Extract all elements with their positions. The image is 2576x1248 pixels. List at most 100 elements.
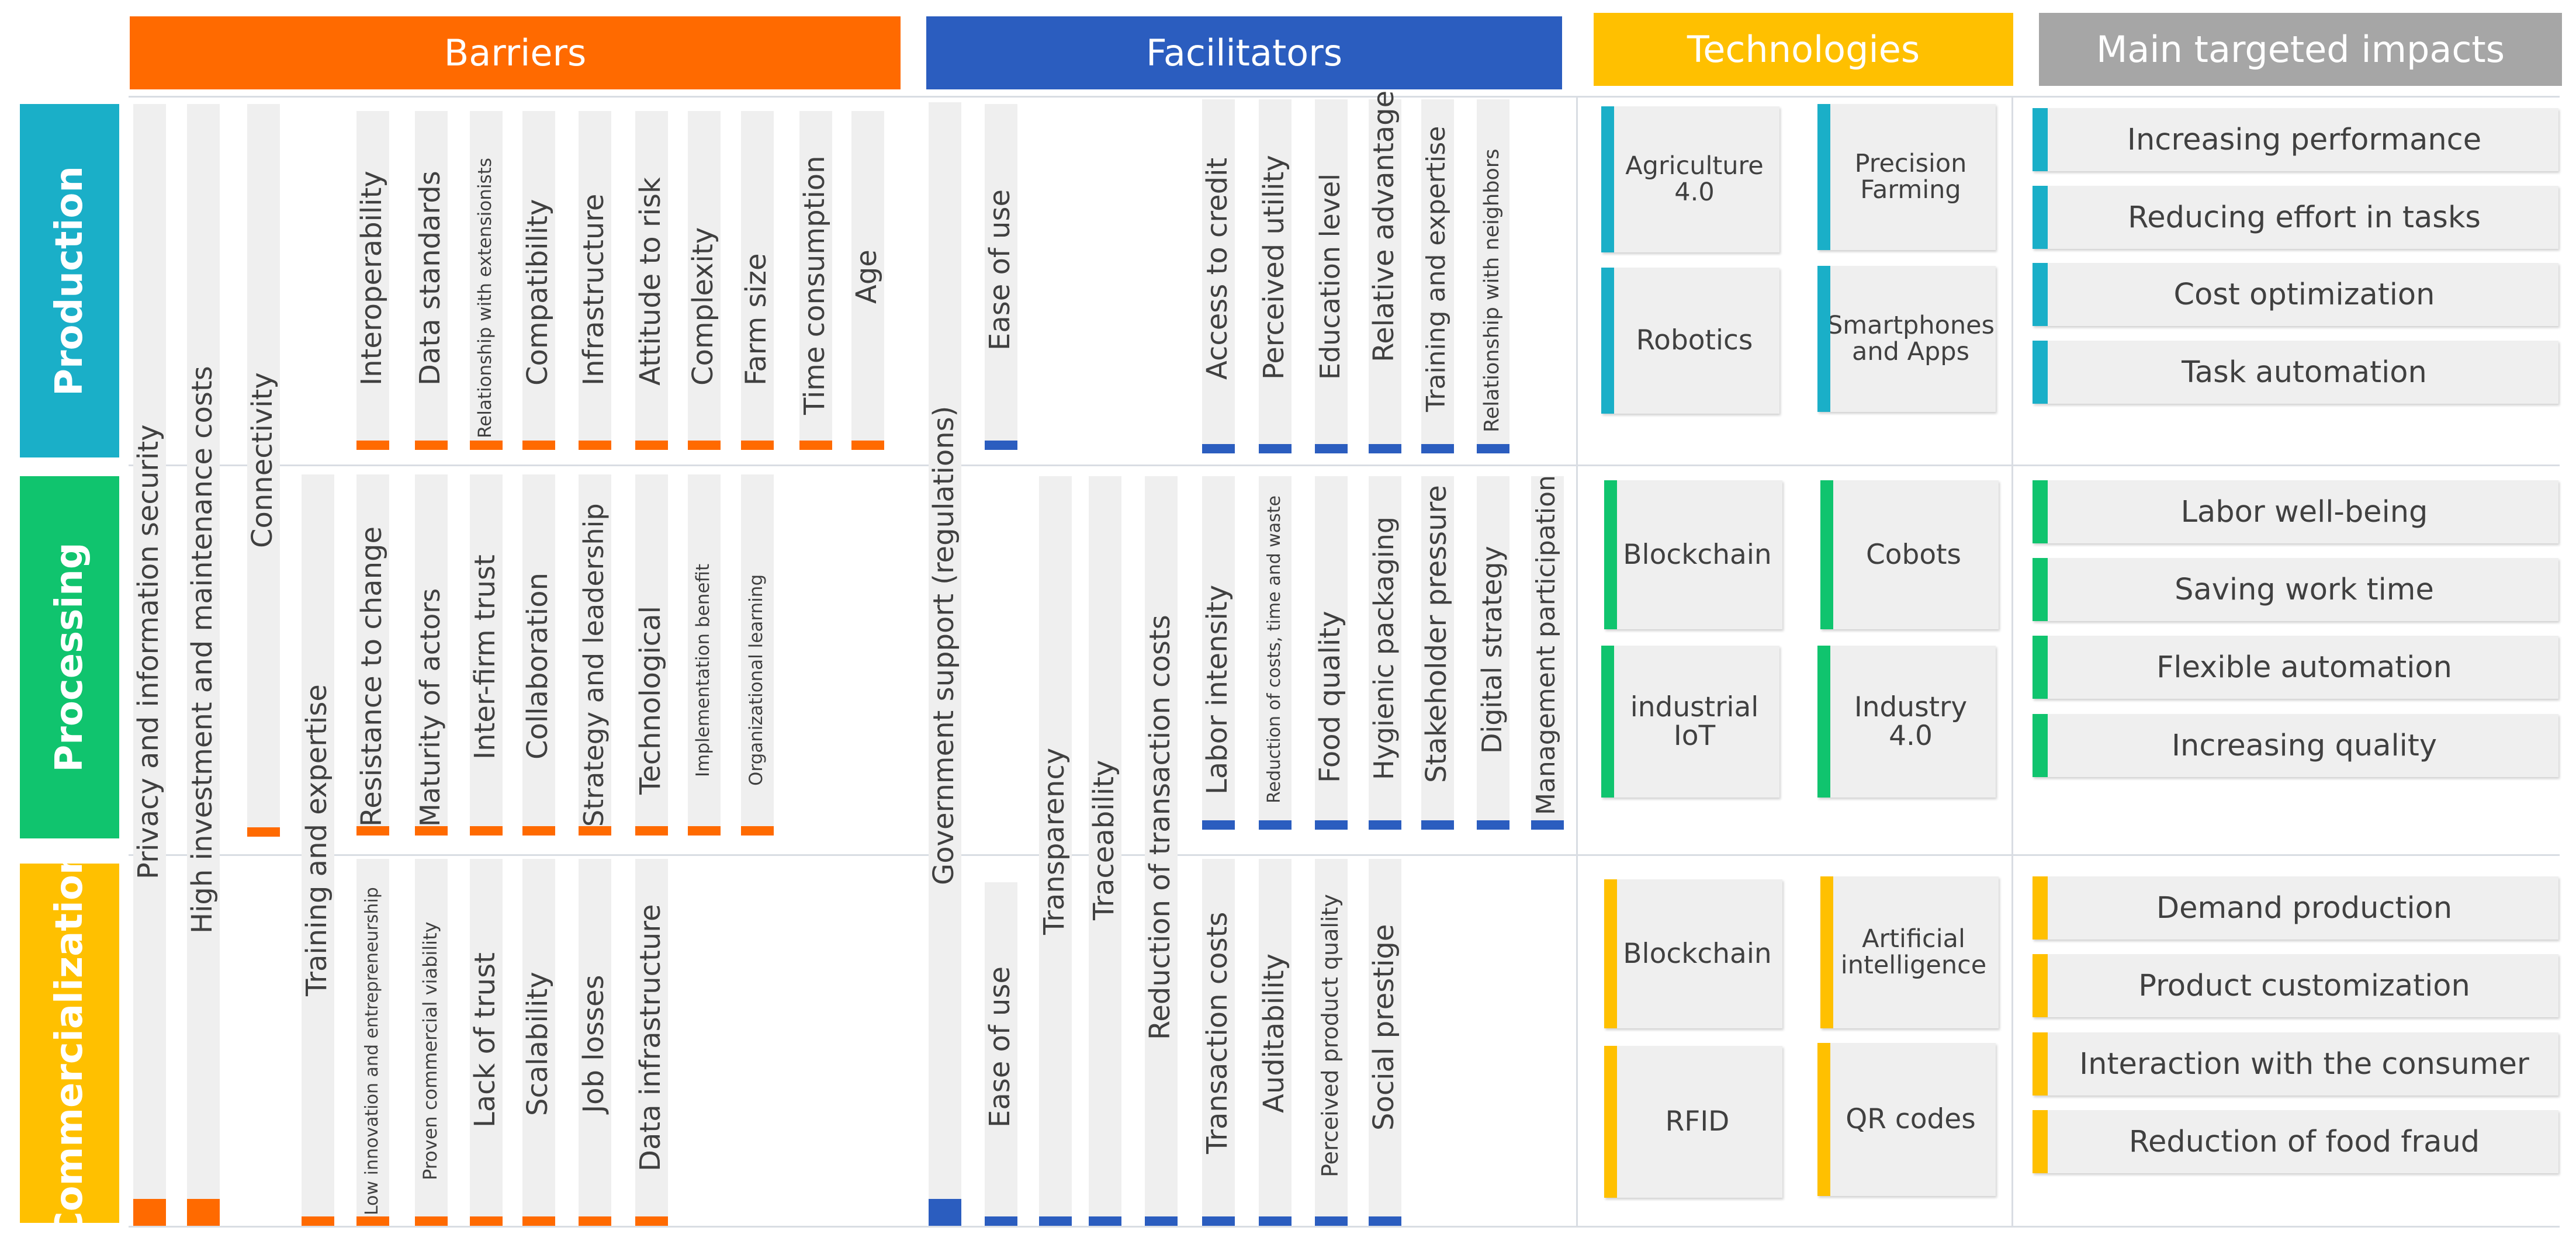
- section-commercialization-label: Commercialization: [48, 848, 91, 1239]
- facilitator-label: Auditability: [1257, 954, 1290, 1113]
- impact-label: Reducing effort in tasks: [2128, 200, 2481, 235]
- grid-line-processing: [129, 854, 2560, 856]
- barrier-label: Job losses: [577, 975, 610, 1113]
- technology-box: Industry 4.0: [1817, 646, 1996, 798]
- impact-accent: [2033, 1110, 2048, 1173]
- facilitator-bar: [1039, 476, 1072, 1226]
- impact-accent: [2033, 954, 2048, 1017]
- barrier-bar-cap: [579, 1216, 611, 1226]
- grid-line-top: [129, 96, 2560, 98]
- facilitator-label: Government support (regulations): [927, 405, 960, 885]
- barrier-bar-cap: [470, 1216, 503, 1226]
- facilitator-bar: [1369, 476, 1401, 830]
- technology-accent: [1604, 879, 1617, 1028]
- barrier-label: Relationship with extensionists: [474, 158, 496, 438]
- facilitator-bar-cap: [1202, 820, 1235, 830]
- barrier-bar-cap: [741, 441, 774, 450]
- barrier-label: Time consumption: [798, 155, 831, 415]
- facilitator-label: Stakeholder pressure: [1419, 485, 1453, 783]
- impact-box: Interaction with the consumer: [2033, 1032, 2558, 1096]
- facilitator-bar-cap: [1477, 820, 1509, 830]
- facilitator-bar-cap: [1315, 444, 1348, 453]
- facilitator-bar: [1369, 859, 1401, 1226]
- facilitator-bar: [929, 102, 961, 1226]
- impact-box: Saving work time: [2033, 558, 2558, 621]
- technology-label: Precision Farming: [1854, 148, 1967, 204]
- grid-divider-2: [2011, 96, 2013, 1226]
- barrier-bar: [247, 104, 280, 837]
- facilitator-bar-cap: [1259, 444, 1292, 453]
- facilitator-label: Transaction costs: [1200, 911, 1234, 1154]
- grid-line-production: [129, 464, 2560, 466]
- impact-box: Product customization: [2033, 954, 2558, 1017]
- technology-label: Robotics: [1636, 324, 1753, 357]
- technology-box: Blockchain: [1604, 879, 1782, 1028]
- technology-label: Smartphones and Apps: [1826, 310, 1995, 366]
- facilitator-bar-cap: [1202, 444, 1235, 453]
- barrier-label: Compatibility: [521, 199, 554, 386]
- facilitator-bar-cap: [1477, 444, 1509, 453]
- barrier-label: Training and expertise: [300, 684, 333, 996]
- barrier-bar: [356, 474, 389, 836]
- barrier-label: Maturity of actors: [414, 588, 446, 827]
- barrier-bar: [579, 111, 611, 450]
- barrier-label: Infrastructure: [577, 193, 610, 386]
- barrier-bar: [187, 104, 220, 1226]
- grid-line-bottom: [129, 1226, 2560, 1228]
- technology-accent: [1601, 268, 1614, 414]
- facilitator-bar: [1259, 859, 1292, 1226]
- facilitator-bar-cap: [1202, 1216, 1235, 1226]
- barrier-label: Organizational learning: [745, 574, 767, 786]
- impact-label: Cost optimization: [2173, 277, 2435, 312]
- facilitators-header: Facilitators: [926, 16, 1562, 89]
- barrier-bar: [415, 859, 448, 1226]
- technology-box: Agriculture 4.0: [1601, 106, 1779, 252]
- barriers-header: Barriers: [130, 16, 901, 89]
- facilitator-bar-cap: [1315, 1216, 1348, 1226]
- barrier-label: Low innovation and entrepreneurship: [361, 887, 382, 1215]
- technology-accent: [1820, 876, 1833, 1028]
- barrier-bar: [635, 859, 668, 1226]
- barrier-bar-cap: [688, 826, 721, 836]
- barrier-bar-cap: [356, 441, 389, 450]
- impact-box: Cost optimization: [2033, 263, 2558, 326]
- facilitator-bar: [1315, 859, 1348, 1226]
- grid-divider-1: [1576, 96, 1578, 1226]
- barrier-bar-cap: [247, 827, 280, 837]
- impact-accent: [2033, 1032, 2048, 1096]
- barrier-bar: [522, 111, 555, 450]
- impact-box: Reduction of food fraud: [2033, 1110, 2558, 1173]
- facilitator-label: Reduction of transaction costs: [1143, 615, 1176, 1040]
- technology-accent: [1604, 1046, 1617, 1198]
- section-processing-label: Processing: [48, 542, 91, 772]
- barrier-bar: [741, 111, 774, 450]
- impact-accent: [2033, 341, 2048, 404]
- technology-label: Artificial intelligence: [1840, 924, 1987, 980]
- facilitator-bar: [1369, 99, 1401, 453]
- impact-label: Demand production: [2156, 890, 2453, 925]
- impact-label: Reduction of food fraud: [2128, 1124, 2480, 1159]
- technology-label: QR codes: [1846, 1103, 1976, 1136]
- facilitator-bar: [1477, 99, 1509, 453]
- barrier-label: Age: [850, 249, 883, 304]
- facilitator-bar-cap: [929, 1199, 961, 1226]
- barrier-bar: [470, 111, 503, 450]
- facilitator-bar: [1259, 476, 1292, 830]
- facilitator-label: Management participation: [1531, 475, 1561, 815]
- facilitator-label: Hygienic packaging: [1367, 516, 1400, 780]
- technology-box: Precision Farming: [1817, 104, 1996, 250]
- technology-accent: [1604, 480, 1617, 629]
- barrier-label: Privacy and information security: [131, 424, 165, 879]
- impact-accent: [2033, 480, 2048, 543]
- barrier-bar: [415, 111, 448, 450]
- impact-label: Interaction with the consumer: [2079, 1046, 2529, 1081]
- facilitator-label: Ease of use: [983, 966, 1016, 1128]
- technology-accent: [1820, 480, 1833, 629]
- facilitator-bar: [1315, 99, 1348, 453]
- facilitator-label: Food quality: [1313, 611, 1346, 783]
- barrier-bar-cap: [522, 1216, 555, 1226]
- barrier-bar: [415, 474, 448, 836]
- impact-box: Labor well-being: [2033, 480, 2558, 543]
- impact-box: Increasing performance: [2033, 108, 2558, 171]
- impact-label: Task automation: [2182, 355, 2427, 390]
